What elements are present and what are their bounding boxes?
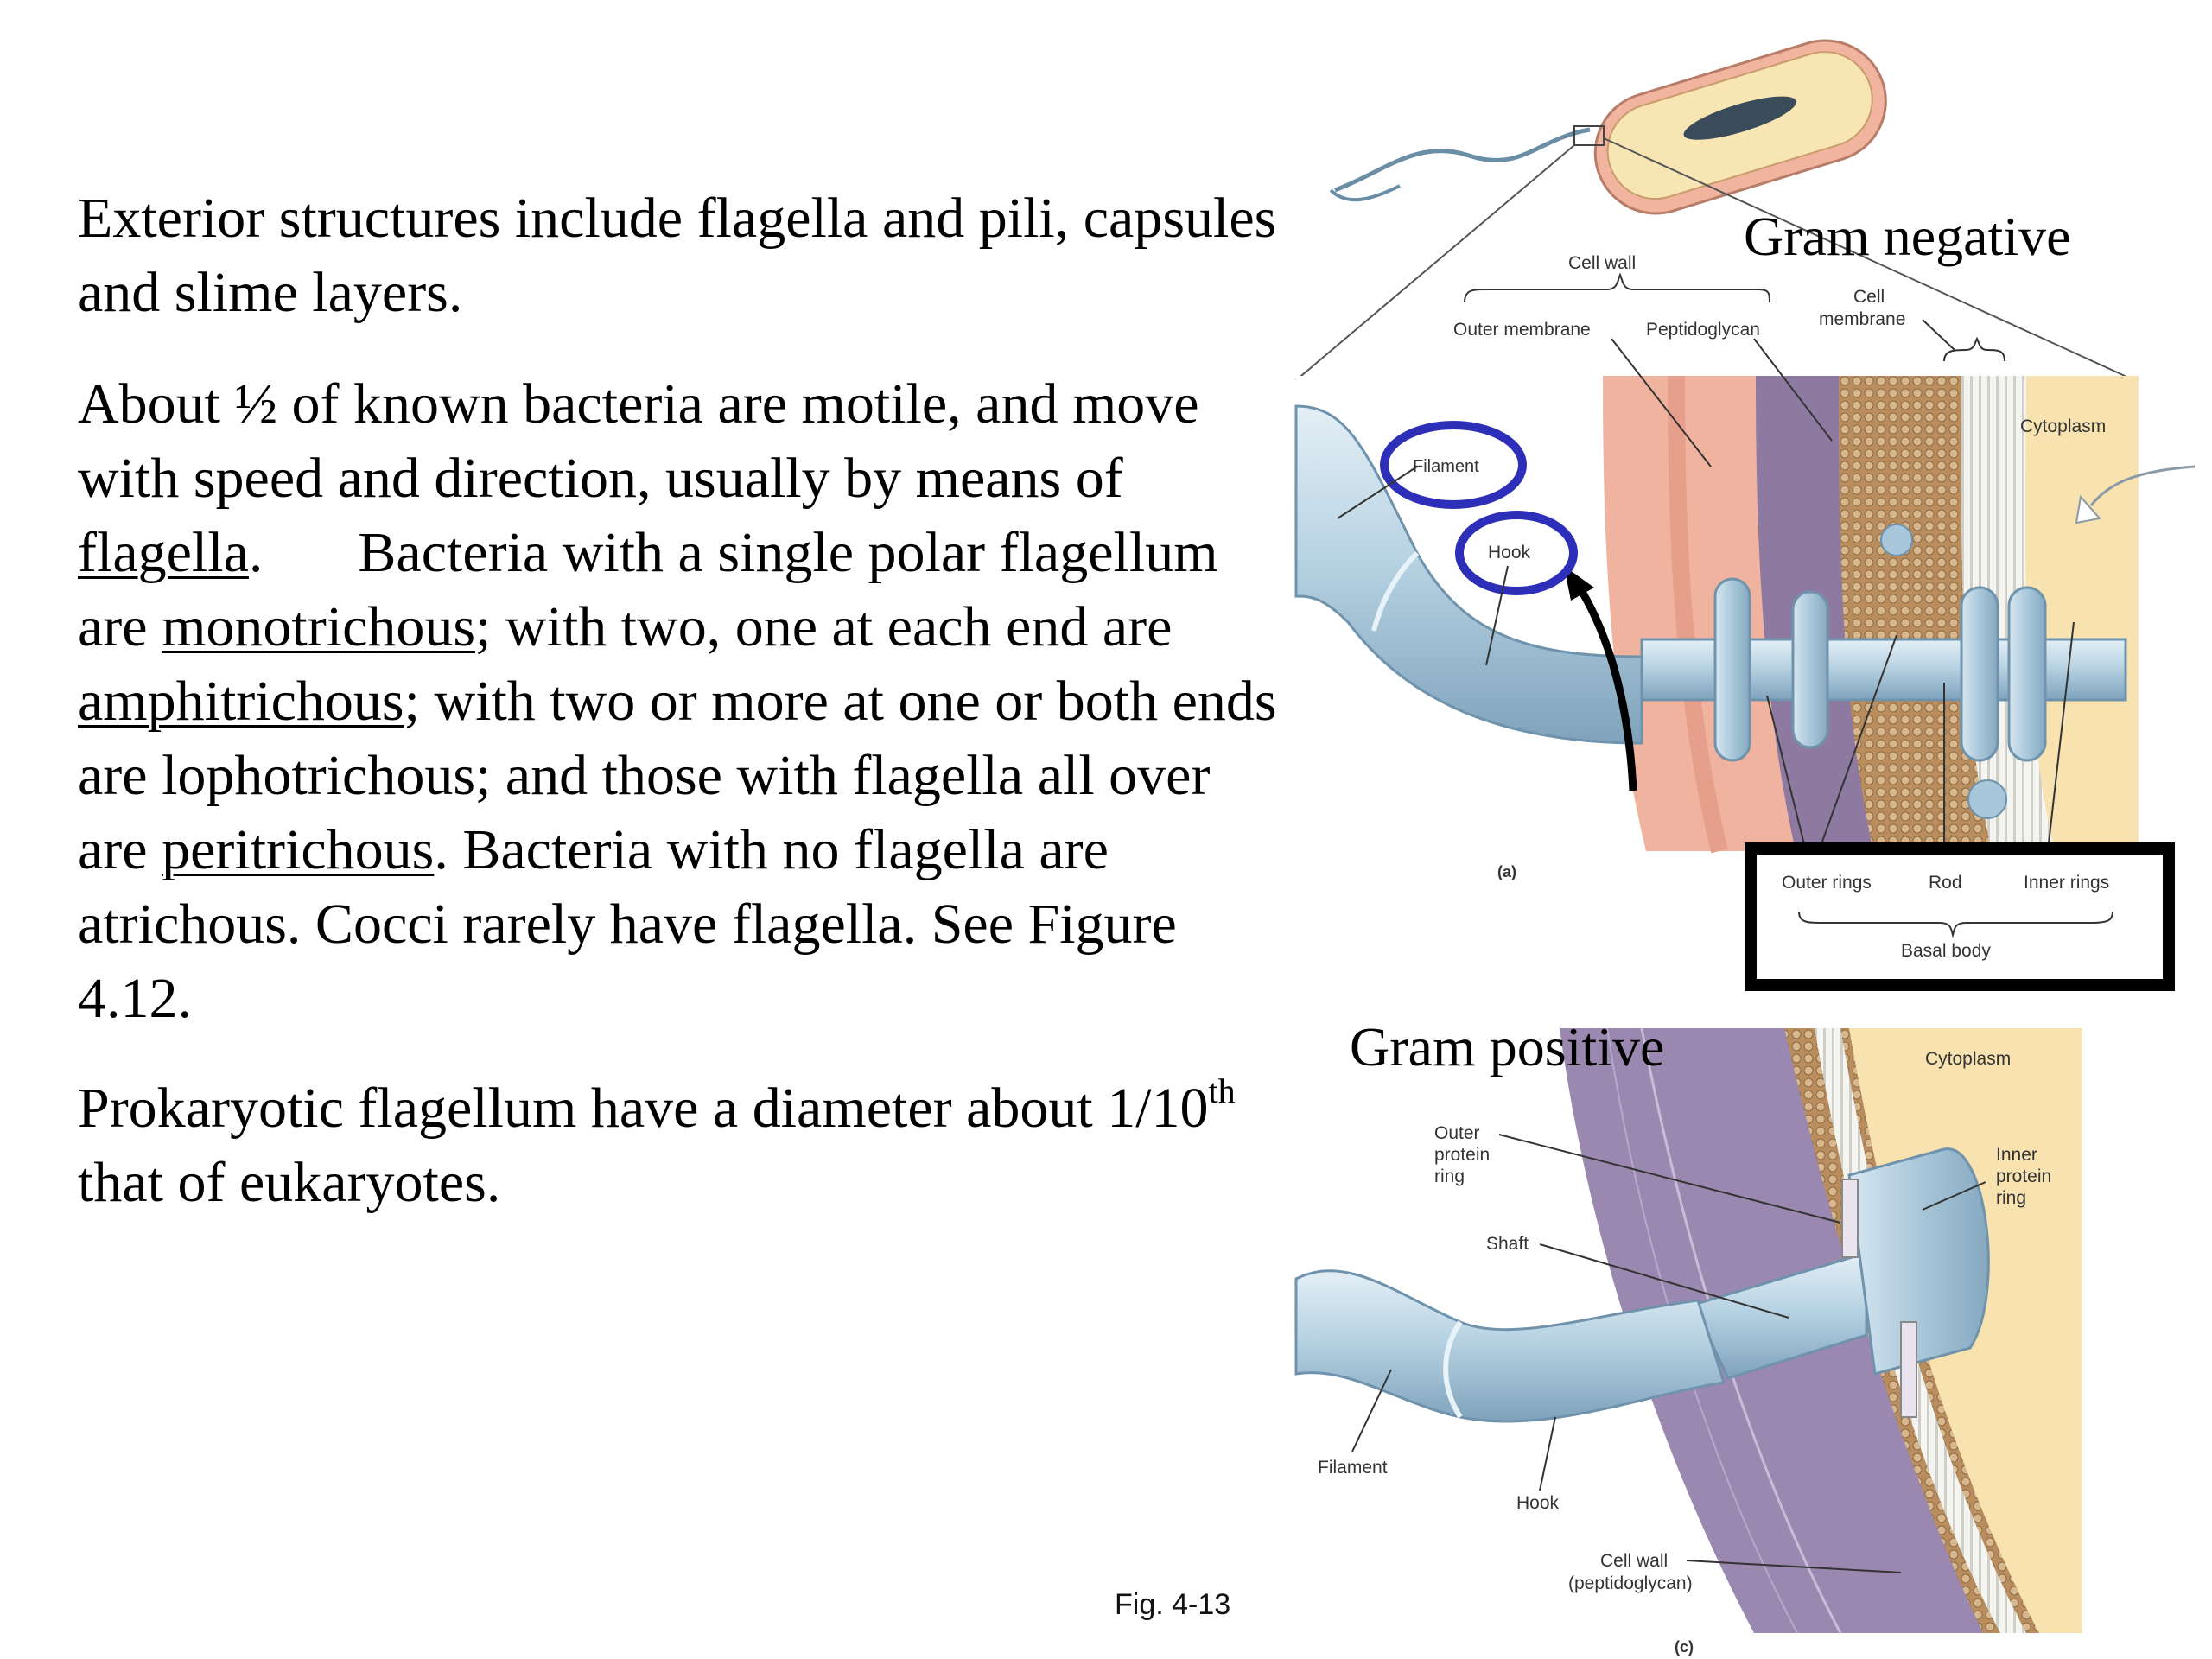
- basal-body-bracket: [1798, 911, 2113, 938]
- gn-outer-rings-label: Outer rings: [1782, 873, 1872, 893]
- exterior-structures-text: Exterior structures include flagella and…: [78, 187, 1277, 324]
- bacterium-nucleoid: [1683, 96, 1796, 140]
- gn-cytoplasm-region: [2021, 376, 2139, 851]
- motility-text-2: .: [248, 521, 264, 584]
- gp-inner-protein-ring: [1847, 1147, 1990, 1376]
- rotation-arrow: [1573, 581, 1637, 791]
- gn-cytoplasm-label: Cytoplasm: [2020, 416, 2106, 436]
- gp-outer-ring-label-3: ring: [1434, 1166, 1465, 1186]
- gp-cell-wall-label-2: (peptidoglycan): [1568, 1573, 1693, 1593]
- gn-rod-label: Rod: [1929, 873, 1962, 893]
- gn-outer-ring-l: [1713, 577, 1751, 762]
- gn-outer-membrane-label: Outer membrane: [1453, 320, 1591, 340]
- rotation-arrowhead: [1564, 566, 1594, 601]
- gp-shaft-label: Shaft: [1486, 1234, 1529, 1254]
- gram-positive-title: Gram positive: [1350, 1016, 1664, 1077]
- motility-text-1: About ½ of known bacteria are motile, an…: [78, 372, 1199, 510]
- term-flagella: flagella: [78, 521, 249, 584]
- gn-filament-label: Filament: [1413, 457, 1479, 476]
- gn-inner-ring-1: [1960, 586, 1999, 762]
- basal-body-highlight-box: [1745, 842, 2175, 991]
- gn-hook-label: Hook: [1488, 543, 1531, 563]
- gp-hook-label: Hook: [1516, 1493, 1560, 1513]
- term-peritrichous: peritrichous: [162, 818, 435, 881]
- basal-body-box: Outer rings Rod Inner rings Basal body: [1745, 842, 2175, 991]
- gn-panel-label: (a): [1497, 863, 1516, 880]
- pointer-arrow: [2089, 465, 2196, 506]
- motility-text-3: Bacteria with a single polar flagellum a…: [78, 521, 1218, 658]
- zoom-box: [1573, 125, 1605, 146]
- motility-text-5: ; with two or more at one or both ends a…: [78, 670, 1277, 881]
- gram-positive-panel: [1294, 1027, 2082, 1634]
- paragraph-exterior-structures: Exterior structures include flagella and…: [78, 181, 1287, 330]
- gp-outer-ring-label-2: protein: [1434, 1145, 1490, 1165]
- paragraph-motility: About ½ of known bacteria are motile, an…: [78, 367, 1287, 1036]
- gn-outer-ring-p: [1791, 590, 1829, 749]
- diameter-text-2: that of eukaryotes.: [78, 1151, 501, 1214]
- gp-cell-wall-label-1: Cell wall: [1600, 1551, 1668, 1571]
- bacterium-flagellum: [1334, 127, 1591, 193]
- gn-cell-wall-label: Cell wall: [1568, 253, 1636, 273]
- gp-inner-ring-label-1: Inner: [1996, 1145, 2037, 1165]
- gn-peptidoglycan-label: Peptidoglycan: [1646, 320, 1760, 340]
- gp-filament-label: Filament: [1318, 1458, 1388, 1478]
- gp-inner-ring-label-2: protein: [1996, 1166, 2051, 1186]
- filament-highlight-circle: [1380, 421, 1527, 509]
- gn-cell-wall-bracket: [1464, 272, 1770, 303]
- gn-filament-hook: [1294, 404, 1643, 745]
- paragraph-diameter: Prokaryotic flagellum have a diameter ab…: [78, 1071, 1287, 1220]
- motility-text-4: ; with two, one at each end are: [475, 595, 1173, 658]
- zoom-line-right: [1603, 137, 2135, 381]
- gn-cell-membrane-label-1: Cell: [1853, 287, 1885, 307]
- diameter-text-1: Prokaryotic flagellum have a diameter ab…: [78, 1077, 1209, 1140]
- hook-highlight-circle: [1455, 511, 1578, 595]
- gn-inner-ring-2: [2007, 586, 2047, 762]
- bacterium-cell: [1295, 39, 2135, 381]
- motility-text-6: . Bacteria with no flagella are atrichou…: [78, 818, 1177, 1030]
- figure-caption: Fig. 4-13: [1115, 1588, 1230, 1621]
- gn-periplasm: [1836, 376, 1992, 851]
- gn-basal-body-label: Basal body: [1901, 941, 1991, 961]
- gram-negative-title: Gram negative: [1744, 206, 2071, 267]
- gn-inner-rings-label: Inner rings: [2024, 873, 2109, 893]
- term-amphitrichous: amphitrichous: [78, 670, 404, 733]
- bacterium-flagellum-tail: [1329, 184, 1401, 202]
- gp-filament-hook: [1294, 1269, 1726, 1423]
- gp-outer-ring-label-1: Outer: [1434, 1123, 1480, 1143]
- gp-panel-label: (c): [1675, 1638, 1694, 1656]
- term-monotrichous: monotrichous: [162, 595, 476, 658]
- gp-inner-ring-label-3: ring: [1996, 1188, 2026, 1208]
- gn-cell-membrane-label-2: membrane: [1819, 309, 1905, 329]
- gp-cytoplasm-label: Cytoplasm: [1925, 1049, 2011, 1069]
- zoom-line-left: [1295, 144, 1575, 381]
- gram-negative-panel: [1294, 319, 2196, 854]
- superscript-th: th: [1208, 1071, 1236, 1110]
